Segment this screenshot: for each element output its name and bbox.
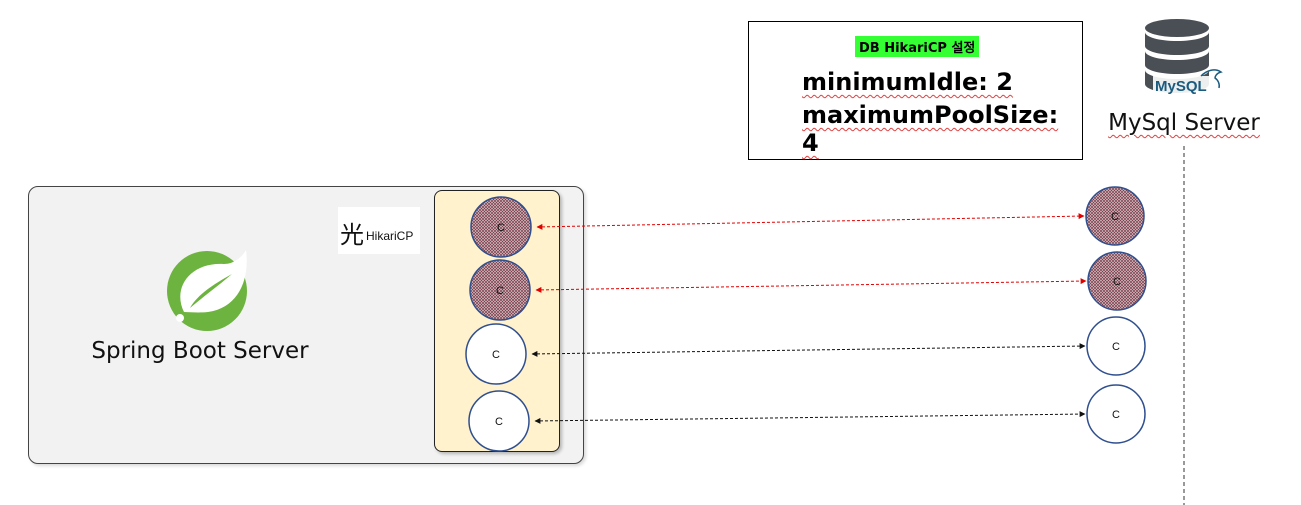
db-connection-label-3: C xyxy=(1112,341,1120,353)
config-minimum-idle: minimumIdle: 2 xyxy=(802,68,1013,96)
pool-connection-circle-2 xyxy=(469,259,531,321)
connection-layer: C C C C C C C C xyxy=(465,186,1147,452)
pool-connection-label-2: C xyxy=(496,285,504,297)
hikaricp-logo-kanji: 光 xyxy=(340,221,364,249)
db-connection-label-2: C xyxy=(1113,276,1121,288)
db-connection-circle-2 xyxy=(1087,251,1147,311)
connection-arrow-2 xyxy=(535,278,1087,293)
hikaricp-logo-text: HikariCP xyxy=(366,229,414,243)
pool-connection-circle-1 xyxy=(470,196,532,258)
spring-leaf-icon xyxy=(167,250,247,331)
db-connection-circle-3 xyxy=(1086,316,1146,376)
hikari-config-box: DB HikariCP 설정 minimumIdle: 2 maximumPoo… xyxy=(748,21,1083,160)
mysql-server-label: MySql Server xyxy=(1106,110,1262,136)
pool-connection-label-3: C xyxy=(492,349,500,361)
config-title: DB HikariCP 설정 xyxy=(855,36,980,57)
spring-boot-server-label: Spring Boot Server xyxy=(91,338,309,364)
connection-arrow-1 xyxy=(536,213,1085,230)
pool-connection-label-1: C xyxy=(497,222,505,234)
db-connection-circle-4 xyxy=(1086,384,1146,444)
mysql-logo-text: MySQL xyxy=(1155,78,1207,95)
db-connection-label-1: C xyxy=(1111,211,1119,223)
database-icon: MySQL xyxy=(1145,19,1223,95)
pool-connection-circle-4 xyxy=(468,390,530,452)
connection-arrow-4 xyxy=(534,411,1086,424)
db-connection-label-4: C xyxy=(1112,409,1120,421)
connection-arrow-3 xyxy=(531,343,1086,357)
pool-connection-label-4: C xyxy=(495,416,503,428)
config-maximum-pool-size: maximumPoolSize: 4 xyxy=(802,101,1059,157)
hikaricp-logo: 光 HikariCP xyxy=(338,207,420,254)
pool-connection-circle-3 xyxy=(465,323,527,385)
db-connection-circle-1 xyxy=(1085,186,1145,246)
mysql-server-label-text: MySql Server xyxy=(1108,110,1260,136)
